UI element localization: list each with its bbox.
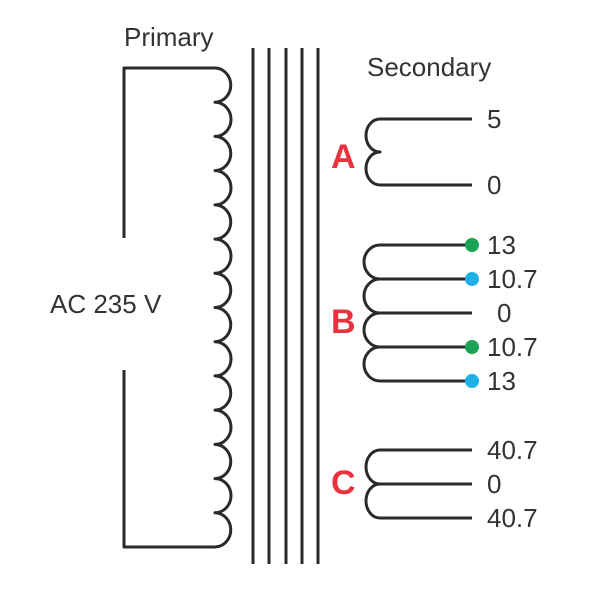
winding-a-coil	[364, 117, 472, 187]
winding-b-dot-green-top	[465, 238, 479, 252]
winding-b-tap-1: 13	[487, 230, 516, 260]
secondary-winding-b: B 13 10.7 0 10.7 13	[331, 230, 538, 396]
secondary-title: Secondary	[367, 52, 491, 82]
primary-voltage-label: AC 235 V	[50, 289, 162, 319]
winding-b-dot-blue-bottom	[465, 374, 479, 388]
winding-b-tap-3: 0	[497, 298, 511, 328]
primary-title: Primary	[124, 22, 214, 52]
winding-b-dot-green-lower	[465, 340, 479, 354]
winding-c-tap-3: 40.7	[487, 503, 538, 533]
winding-letter-b: B	[331, 303, 356, 341]
winding-b-tap-2: 10.7	[487, 264, 538, 294]
primary-coil	[213, 66, 233, 549]
winding-b-tap-5: 13	[487, 366, 516, 396]
primary-bottom-lead	[122, 370, 215, 549]
winding-b-dot-blue-upper	[465, 272, 479, 286]
primary-top-lead	[122, 66, 215, 238]
winding-c-tap-2: 0	[487, 469, 501, 499]
secondary-winding-c: C 40.7 0 40.7	[331, 435, 538, 533]
winding-b-tap-4: 10.7	[487, 332, 538, 362]
winding-letter-c: C	[331, 464, 356, 502]
winding-a-tap-1: 5	[487, 104, 501, 134]
winding-letter-a: A	[331, 138, 356, 176]
winding-a-tap-2: 0	[487, 170, 501, 200]
winding-c-tap-1: 40.7	[487, 435, 538, 465]
secondary-winding-a: A 5 0	[331, 104, 501, 200]
